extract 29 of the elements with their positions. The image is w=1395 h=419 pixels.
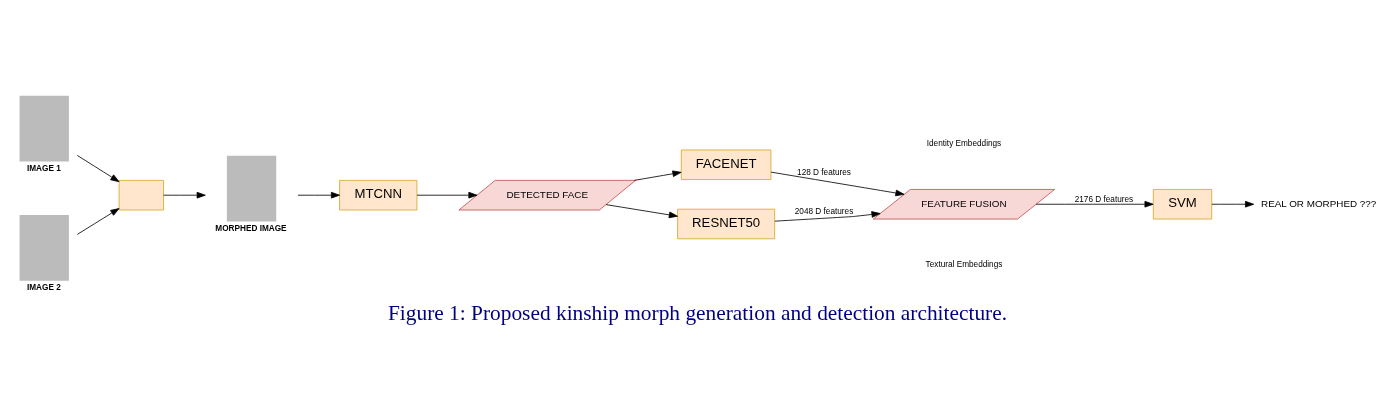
node-box: FACENET (680, 149, 772, 180)
node-box: MTCNN (339, 179, 418, 210)
label: Identity Embeddings (926, 138, 1002, 148)
node-box: RESNET50 (677, 208, 776, 239)
node-box (19, 214, 69, 281)
label: Textural Embeddings (925, 259, 1003, 269)
arrow (633, 170, 682, 181)
node-box (19, 95, 69, 161)
caption: Figure 1: Proposed kinship morph generation and detection architecture. (387, 300, 1008, 325)
node-label: MORPHED IMAGE (215, 223, 287, 233)
arrow (163, 191, 206, 198)
arrow (416, 191, 478, 198)
node-label: IMAGE 1 (26, 163, 61, 173)
node-box (226, 155, 277, 221)
edge-label: 2176 D features (1074, 194, 1134, 204)
arrow (76, 207, 120, 235)
edge-label: 2048 D features (794, 206, 854, 216)
edge-label: 128 D features (797, 167, 851, 177)
arrow (605, 203, 678, 218)
node-text: REAL OR MORPHED ??? (1261, 197, 1377, 209)
node-box: SVM (1152, 188, 1213, 219)
node-box (118, 179, 164, 210)
arrow (297, 191, 340, 198)
arrow (1211, 200, 1255, 208)
arrow (76, 154, 120, 182)
arrow (774, 210, 881, 222)
arrow (770, 171, 905, 196)
arrow (1035, 200, 1154, 208)
node-label: IMAGE 2 (26, 282, 61, 292)
